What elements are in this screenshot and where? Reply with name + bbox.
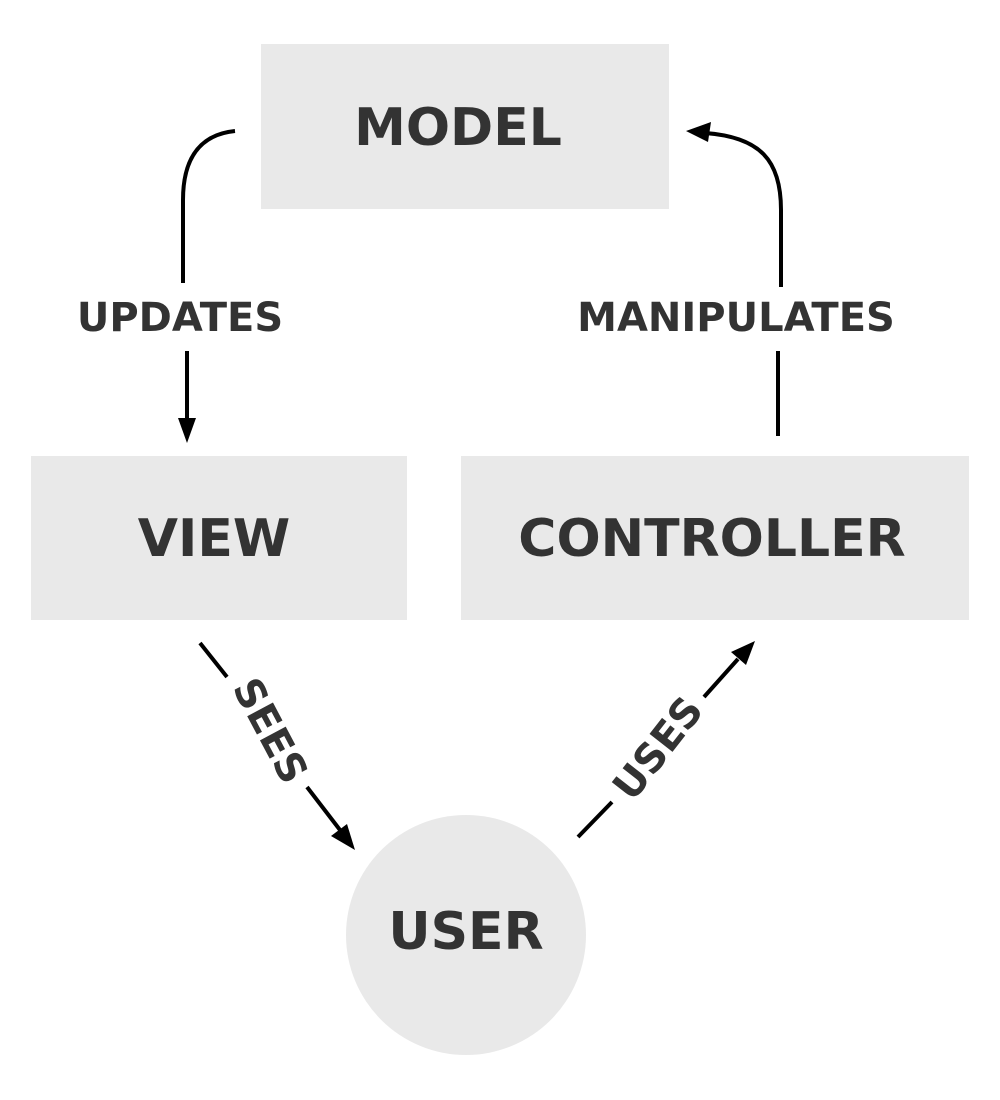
user-circle (346, 815, 586, 1055)
model-box (261, 44, 669, 209)
manipulates-label: MANIPULATES (577, 295, 895, 341)
updates-arrowhead (178, 418, 196, 443)
sees-line-upper (198, 641, 229, 679)
updates-edge: UPDATES (77, 129, 283, 443)
view-label: VIEW (138, 509, 290, 569)
updates-line-upper (181, 129, 236, 283)
user-label: USER (388, 902, 543, 962)
view-box (31, 456, 407, 620)
sees-label: SEES (223, 671, 316, 792)
manipulates-arrowhead (686, 122, 711, 142)
sees-line-lower (305, 785, 342, 832)
view-node: VIEW (31, 456, 407, 620)
uses-edge: USES (576, 641, 755, 839)
manipulates-edge: MANIPULATES (577, 122, 895, 436)
model-node: MODEL (261, 44, 669, 209)
model-label: MODEL (354, 98, 562, 158)
sees-arrowhead (331, 824, 355, 850)
uses-arrowhead (731, 641, 755, 665)
manipulates-line-upper (704, 131, 783, 287)
uses-line-lower (576, 800, 614, 839)
sees-edge: SEES (198, 641, 355, 850)
controller-node: CONTROLLER (461, 456, 969, 620)
uses-line-upper (702, 657, 740, 699)
uses-label: USES (604, 688, 713, 809)
user-node: USER (346, 815, 586, 1055)
controller-label: CONTROLLER (518, 509, 905, 569)
controller-box (461, 456, 969, 620)
updates-label: UPDATES (77, 295, 283, 341)
